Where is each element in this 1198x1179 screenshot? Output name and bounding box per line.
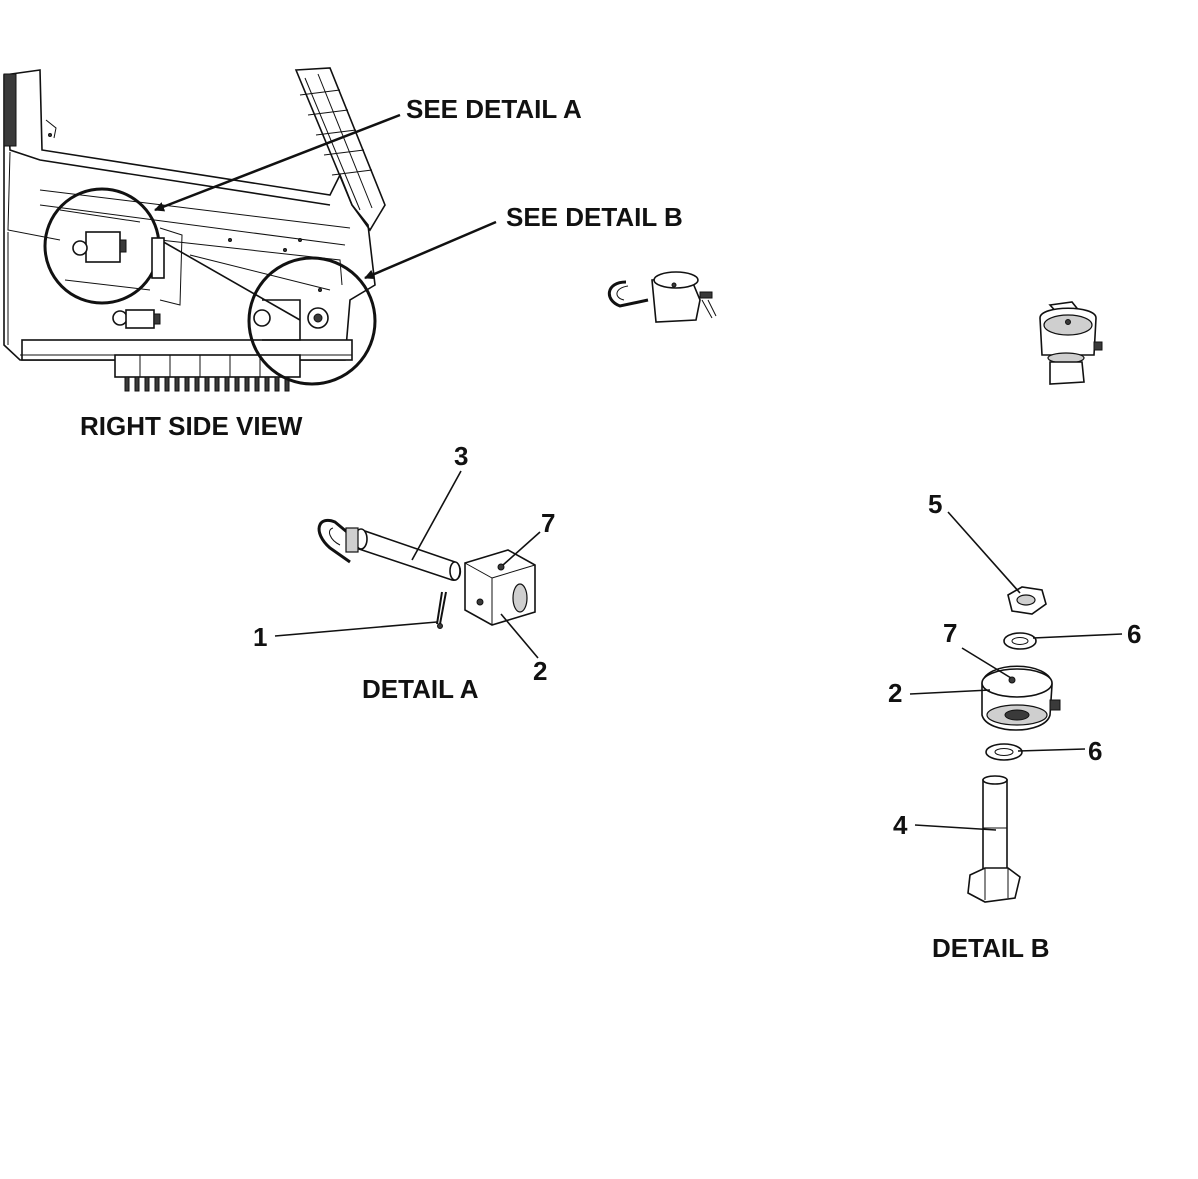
callout-b-7: 7 <box>943 618 957 648</box>
callout-a-2: 2 <box>533 656 547 686</box>
leader-a-2 <box>500 613 539 659</box>
detail-b-highlight-circle <box>247 256 377 386</box>
see-detail-a-arrow <box>154 113 401 212</box>
leader-b-4 <box>914 824 997 831</box>
leader-b-5 <box>947 511 1021 594</box>
brush-teeth <box>124 376 290 392</box>
right-side-view-label: RIGHT SIDE VIEW <box>80 411 303 441</box>
leader-b-6-lower <box>1017 748 1086 752</box>
leader-a-1 <box>274 621 438 637</box>
detail-b-assembled-preview <box>1039 301 1103 385</box>
leader-a-7 <box>502 531 541 566</box>
see-detail-b-arrow <box>364 220 497 280</box>
leader-b-2 <box>909 689 991 695</box>
detail-a-assembled-preview <box>608 271 717 323</box>
detail-a-exploded <box>317 518 536 629</box>
leader-a-3 <box>411 470 462 561</box>
callout-b-6-lower: 6 <box>1088 736 1102 766</box>
leader-b-6-upper <box>1032 633 1123 639</box>
detail-a-highlight-circle <box>43 187 165 305</box>
callout-a-3: 3 <box>454 441 468 471</box>
callout-a-1: 1 <box>253 622 267 652</box>
right-side-view-machine <box>3 67 386 392</box>
detail-a-label: DETAIL A <box>362 674 479 704</box>
callout-b-4: 4 <box>893 810 908 840</box>
see-detail-a-label: SEE DETAIL A <box>406 94 582 124</box>
callout-b-2: 2 <box>888 678 902 708</box>
callout-b-6-upper: 6 <box>1127 619 1141 649</box>
callout-b-5: 5 <box>928 489 942 519</box>
detail-b-exploded <box>967 586 1061 903</box>
callout-a-7: 7 <box>541 508 555 538</box>
leader-b-7 <box>961 647 1012 679</box>
see-detail-b-label: SEE DETAIL B <box>506 202 683 232</box>
detail-b-label: DETAIL B <box>932 933 1049 963</box>
